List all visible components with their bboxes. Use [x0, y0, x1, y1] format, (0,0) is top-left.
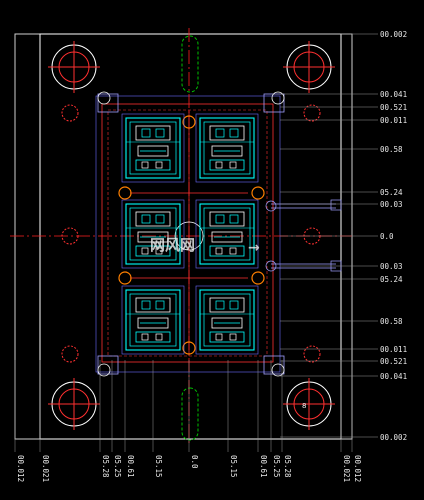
bottom-dim-label: 00.61 [126, 455, 135, 478]
bottom-dim-label: 00.021 [342, 455, 351, 482]
right-dim-label: 00.002 [380, 30, 407, 39]
bottom-dim-label: 00.012 [16, 455, 25, 482]
guide-pillar-top-left [48, 41, 100, 93]
right-dim-label: 00.521 [380, 103, 407, 112]
bottom-dim-label: 0.0 [190, 455, 199, 469]
cavity-5 [121, 285, 185, 355]
right-dim-label: 00.041 [380, 90, 407, 99]
right-dim-label: 00.011 [380, 345, 407, 354]
cavity-1 [121, 113, 185, 183]
watermark-logo: → [248, 240, 260, 256]
right-dim-label: 05.24 [380, 188, 403, 197]
right-dim-label: 00.58 [380, 145, 403, 154]
right-dim-label: 00.041 [380, 372, 407, 381]
right-dimension-group: 00.002 00.041 00.521 00.011 00.58 05.24 00.03 0… [280, 30, 407, 442]
cavity-3 [121, 199, 185, 269]
right-dim-label: 00.58 [380, 317, 403, 326]
runner-system [130, 110, 248, 356]
right-dim-label: 00.002 [380, 433, 407, 442]
cavity-6 [195, 285, 259, 355]
right-dim-label: 0.0 [380, 232, 394, 241]
ejector-pins [118, 115, 265, 355]
cavity-group [121, 113, 259, 355]
part-label: 8 [302, 402, 306, 410]
corner-locks [97, 91, 285, 377]
bottom-dim-label: 05.28 [101, 455, 110, 478]
bottom-dim-label: 05.25 [272, 455, 281, 478]
cavity-2 [195, 113, 259, 183]
mold-base-plate [39, 33, 342, 440]
bottom-dim-label: 00.61 [259, 455, 268, 478]
bottom-dim-label: 00.021 [41, 455, 50, 482]
cooling-channels [265, 199, 342, 272]
sprue-bushing-bottom [181, 387, 199, 441]
right-dim-label: 00.011 [380, 116, 407, 125]
cavity-plate-inner [107, 109, 268, 357]
cavity-4 [195, 199, 259, 269]
guide-pillar-top-right [283, 41, 335, 93]
guide-pillar-bottom-left [48, 378, 100, 430]
right-dim-label: 00.521 [380, 357, 407, 366]
right-dim-label: 00.03 [380, 200, 403, 209]
right-dim-label: 05.24 [380, 275, 403, 284]
right-dim-label: 00.03 [380, 262, 403, 271]
sprue-bushing-top [181, 35, 199, 93]
return-pins [61, 104, 321, 363]
bottom-dim-label: 05.28 [283, 455, 292, 478]
bottom-dim-label: 05.15 [154, 455, 163, 478]
bottom-dim-label: 05.15 [229, 455, 238, 478]
watermark: 网风网 [150, 236, 195, 254]
bottom-dim-label: 00.012 [353, 455, 362, 482]
cavity-plate-outline [101, 103, 274, 363]
insert-pocket [95, 95, 281, 373]
bottom-dim-label: 05.25 [113, 455, 122, 478]
guide-pillar-bottom-right [283, 378, 335, 430]
